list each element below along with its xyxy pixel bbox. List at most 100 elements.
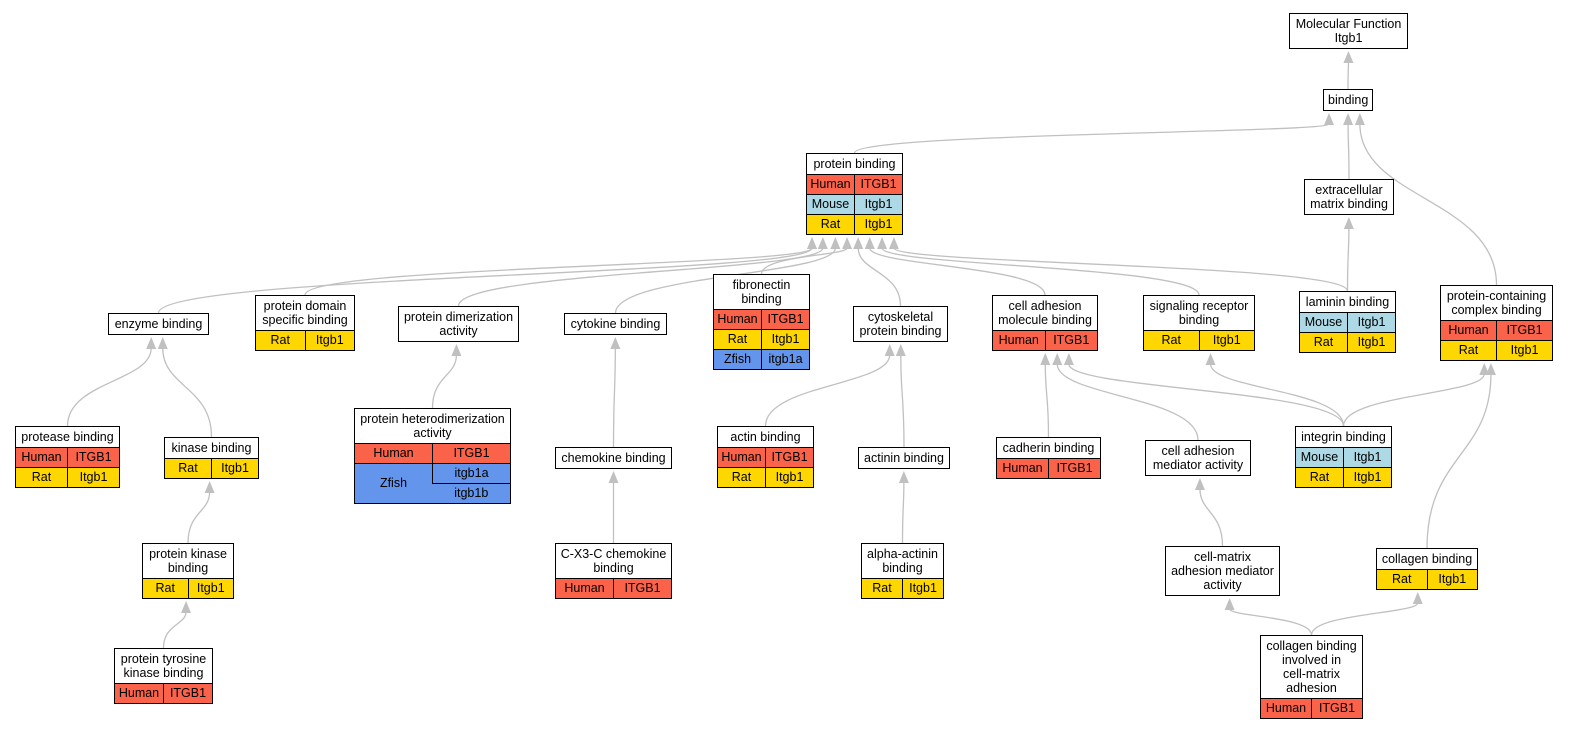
gene-cell: itgb1a — [761, 349, 809, 369]
edge-line — [431, 354, 458, 409]
edge-arrowhead — [157, 337, 168, 349]
go-term-label: protein heterodimerization activity — [360, 412, 505, 440]
go-term-node-enzyme-binding: enzyme binding — [108, 313, 209, 335]
gene-cell: ITGB1 — [765, 447, 813, 468]
go-term-node-actinin: actinin binding — [858, 447, 950, 469]
edge-line — [869, 247, 1046, 296]
species-cell: Human — [1261, 698, 1312, 718]
edge-arrowhead — [877, 237, 888, 249]
edge-line — [901, 481, 905, 544]
gene-cell: Itgb1 — [304, 330, 354, 350]
go-term-label: protein tyrosine kinase binding — [120, 652, 207, 680]
edge-line — [1068, 363, 1345, 427]
go-term-node-cytokine-binding: cytokine binding — [564, 313, 667, 335]
edge-arrowhead — [451, 344, 462, 356]
species-cell: Rat — [16, 467, 68, 487]
edge-line — [760, 247, 848, 275]
go-term-label: integrin binding — [1301, 430, 1386, 444]
gene-cell: itgb1b — [432, 483, 510, 503]
species-cell: Human — [16, 447, 68, 468]
go-term-label: protein-containing complex binding — [1446, 289, 1547, 317]
go-term-label: protein dimerization activity — [403, 310, 514, 338]
gene-cell: ITGB1 — [432, 443, 510, 464]
go-term-label: alpha-actinin binding — [867, 547, 938, 575]
edge-arrowhead — [898, 471, 909, 483]
edge-line — [157, 247, 813, 314]
edge-line — [1426, 373, 1492, 549]
edge-arrowhead — [842, 237, 853, 249]
edge-arrowhead — [888, 237, 899, 249]
species-cell: Human — [1441, 320, 1497, 341]
go-term-label: actinin binding — [864, 451, 944, 465]
edge-line — [853, 123, 1330, 154]
species-cell: Human — [556, 578, 614, 598]
species-cell: Mouse — [1300, 312, 1348, 333]
species-cell: Rat — [1377, 569, 1427, 589]
go-term-label: cell adhesion molecule binding — [998, 299, 1092, 327]
species-cell: Rat — [1441, 340, 1497, 360]
edge-arrowhead — [1205, 353, 1216, 365]
gene-cell: ITGB1 — [1311, 698, 1362, 718]
species-cell: Human — [115, 683, 164, 703]
edge-arrowhead — [1354, 113, 1365, 125]
edge-arrowhead — [817, 237, 828, 249]
edge-arrowhead — [608, 471, 619, 483]
edge-arrowhead — [895, 344, 906, 356]
go-term-label: collagen binding — [1381, 552, 1473, 566]
gene-cell: Itgb1 — [1347, 312, 1395, 333]
go-term-label: extracellular matrix binding — [1310, 183, 1388, 211]
edge-line — [1056, 363, 1199, 441]
gene-cell: ITGB1 — [613, 578, 671, 598]
edge-arrowhead — [853, 237, 864, 249]
species-cell: Rat — [1296, 467, 1344, 487]
gene-cell: ITGB1 — [854, 174, 902, 195]
edge-arrowhead — [1052, 353, 1063, 365]
go-term-node-mf: Molecular Function Itgb1 — [1289, 13, 1408, 49]
edge-line — [1342, 373, 1485, 427]
edge-arrowhead — [1343, 51, 1354, 63]
species-cell: Human — [355, 443, 433, 464]
edge-arrowhead — [146, 337, 157, 349]
edge-arrowhead — [610, 337, 621, 349]
species-cell: Human — [993, 330, 1045, 350]
go-term-label: protease binding — [21, 430, 114, 444]
gene-cell: ITGB1 — [1048, 458, 1100, 478]
go-term-label: enzyme binding — [114, 317, 203, 331]
edge-line — [66, 347, 152, 427]
go-term-node-cama: cell adhesion mediator activity — [1145, 440, 1251, 476]
edge-line — [1228, 608, 1313, 636]
gene-cell: Itgb1 — [854, 194, 902, 215]
species-cell: Mouse — [807, 194, 855, 215]
go-term-label: cytoskeletal protein binding — [859, 310, 942, 338]
go-term-label: protein domain specific binding — [262, 299, 348, 327]
go-term-label: collagen binding involved in cell-matrix… — [1266, 639, 1357, 695]
